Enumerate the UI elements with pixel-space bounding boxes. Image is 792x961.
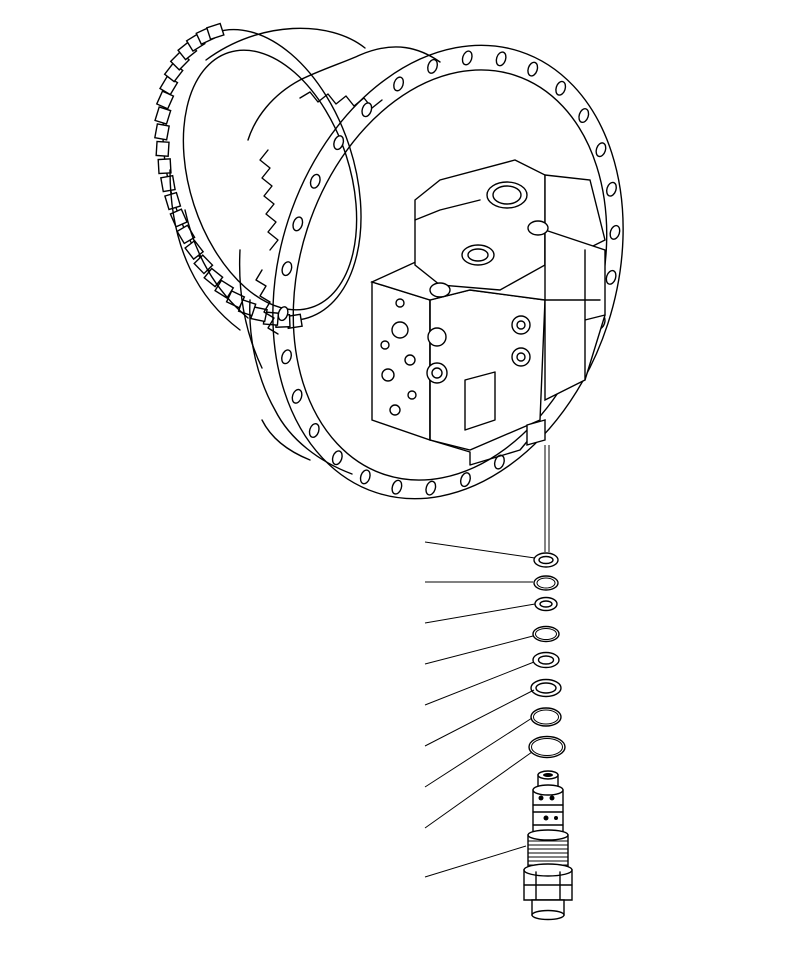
bolt-hole bbox=[391, 479, 403, 495]
bolt-hole bbox=[527, 61, 539, 77]
callout-leader-3 bbox=[424, 603, 536, 624]
sprocket-tooth bbox=[184, 239, 205, 261]
bolt-hole bbox=[609, 224, 621, 240]
relief-valve-cartridge bbox=[523, 770, 573, 921]
seal-ring-1 bbox=[533, 552, 559, 568]
callout-leader-1 bbox=[424, 541, 536, 559]
bolt-hole bbox=[605, 181, 617, 197]
valve-block bbox=[370, 159, 606, 466]
bolt-hole bbox=[427, 58, 439, 74]
bolt-hole bbox=[461, 50, 473, 66]
bolt-hole bbox=[393, 76, 405, 92]
sprocket-tooth bbox=[157, 158, 172, 175]
o-ring-2 bbox=[533, 575, 559, 591]
callout-leader-8 bbox=[424, 751, 533, 829]
bolt-hole bbox=[361, 102, 373, 118]
backup-ring-5 bbox=[532, 651, 560, 669]
bolt-hole bbox=[309, 173, 321, 189]
sprocket-tooth bbox=[155, 140, 170, 157]
sprocket-tooth bbox=[154, 106, 172, 125]
motor-housing bbox=[238, 46, 441, 475]
sprocket-drum bbox=[154, 22, 366, 331]
o-ring-7 bbox=[530, 707, 562, 727]
bolt-hole bbox=[281, 349, 293, 365]
sprocket-tooth bbox=[203, 267, 224, 288]
callout-leader-4 bbox=[424, 635, 534, 665]
sprocket-tooth bbox=[205, 22, 225, 41]
callout-leader-7 bbox=[424, 717, 533, 788]
bolt-hole bbox=[333, 135, 345, 151]
bolt-hole bbox=[359, 469, 371, 485]
bolt-hole bbox=[292, 216, 304, 232]
bolt-hole bbox=[308, 422, 320, 438]
bolt-hole bbox=[595, 142, 607, 158]
bolt-hole bbox=[495, 51, 507, 67]
callout-leader-9 bbox=[424, 845, 527, 878]
travel-motor-assembly bbox=[154, 22, 624, 500]
bolt-hole bbox=[605, 269, 617, 285]
bolt-hole bbox=[425, 480, 437, 496]
bolt-hole bbox=[459, 472, 471, 488]
callout-lines bbox=[424, 541, 536, 878]
sprocket-tooth bbox=[160, 174, 176, 193]
bolt-hole bbox=[331, 450, 343, 466]
seal-ring-6 bbox=[530, 678, 562, 698]
sprocket-tooth bbox=[154, 123, 170, 141]
bolt-hole bbox=[555, 80, 567, 96]
o-ring-4 bbox=[532, 625, 560, 643]
bolt-hole bbox=[578, 108, 590, 124]
backup-ring-3 bbox=[534, 596, 558, 612]
bolt-hole bbox=[277, 306, 289, 322]
bolt-hole bbox=[291, 388, 303, 404]
callout-leader-6 bbox=[424, 689, 535, 747]
bolt-hole bbox=[281, 261, 293, 277]
callout-leader-5 bbox=[424, 661, 535, 706]
o-ring-8 bbox=[528, 735, 566, 759]
